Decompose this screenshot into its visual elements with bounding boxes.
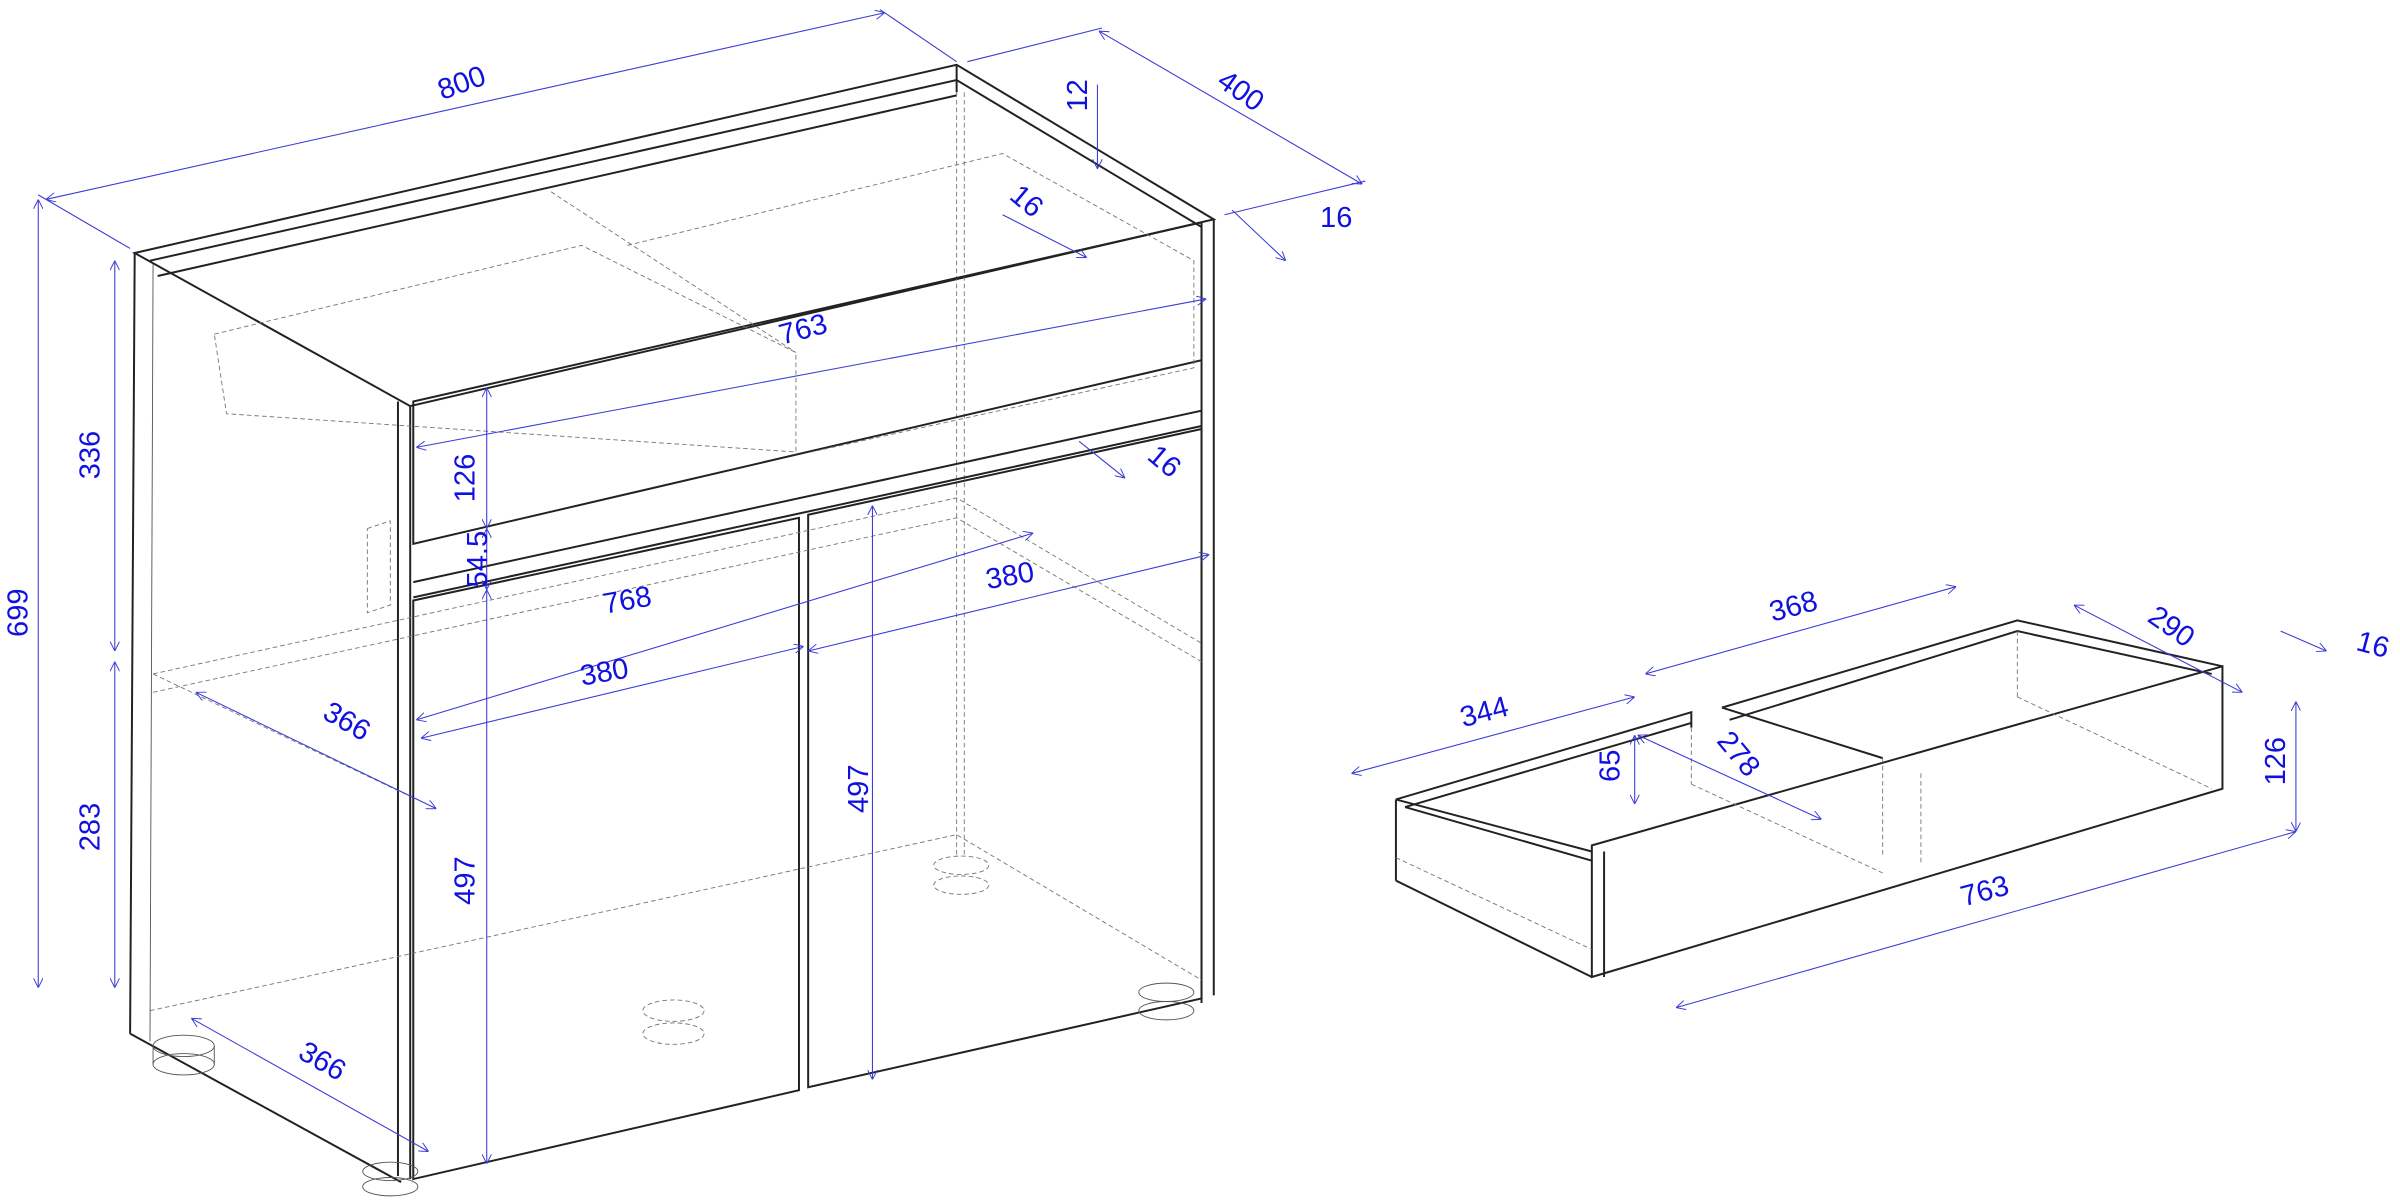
dim-line-drawer-back-length [1645, 587, 1956, 674]
dim-lower-height: 283 [75, 803, 107, 852]
drawer-front-panel [1590, 664, 2224, 979]
drawer-hidden-edge [2017, 696, 2212, 790]
foot [362, 1161, 419, 1182]
dim-drawer-back-length: 368 [1766, 585, 1821, 628]
hidden-drawer-box [627, 153, 1195, 453]
dim-line-drawer-inner-depth [1638, 735, 1822, 819]
dim-door-left-width: 380 [578, 653, 631, 693]
dim-line-drawer-front-thickness [2280, 630, 2327, 651]
drawer-hidden-edge [1691, 783, 1883, 874]
dim-drawer-front-width: 763 [776, 308, 831, 351]
dimension-lines [37, 9, 2327, 1164]
dim-door-height-right: 497 [843, 764, 875, 813]
dim-line-bottom-depth [191, 1018, 428, 1151]
dim-rail-height: 54.5 [462, 531, 494, 588]
dim-drawer-inner-height: 65 [1594, 750, 1626, 782]
back-left-edge [129, 253, 136, 1034]
feet [152, 855, 1195, 1197]
dim-drawer-side-length: 344 [1457, 691, 1512, 734]
dim-line-front-panel [1078, 440, 1125, 478]
extension-line [37, 194, 131, 249]
dim-line-width [46, 13, 885, 200]
foot [933, 855, 990, 875]
dim-width: 800 [434, 60, 491, 107]
dim-drawer-front-thickness: 16 [2353, 625, 2393, 664]
dim-shelf-depth: 366 [318, 696, 376, 748]
dim-line-drawer-depth [2074, 605, 2242, 692]
back-left-inner-edge [149, 263, 154, 1042]
dim-drawer-front-width: 763 [1957, 870, 2012, 913]
dim-door-span: 768 [601, 581, 654, 621]
dim-total-height: 699 [3, 588, 35, 637]
door-right[interactable] [807, 427, 1203, 1089]
dim-upper-height: 336 [75, 431, 107, 480]
extension-line [879, 9, 957, 63]
drawer-edge [1395, 798, 1593, 853]
dim-door-height-left: 497 [450, 856, 482, 905]
dim-line-drawer-front-width [416, 299, 1206, 447]
dim-line-drawer-front-width [1676, 832, 2296, 1008]
dim-line-door-right-width [808, 555, 1209, 651]
foot [642, 999, 705, 1022]
extension-line [967, 27, 1103, 63]
foot [642, 1022, 705, 1045]
dim-panel-thickness: 16 [1320, 202, 1352, 234]
cabinet-top [131, 63, 1217, 408]
foot [1138, 1001, 1195, 1021]
dim-drawer-front-height: 126 [450, 454, 482, 503]
drawer-edge [1395, 710, 1693, 801]
hidden-runner [366, 520, 391, 614]
extension-line [1224, 180, 1366, 216]
hidden-drawer-box [213, 244, 797, 453]
drawer-edge [1404, 721, 1692, 809]
dim-line-shelf-depth [196, 692, 436, 808]
top-rim-edge [157, 94, 957, 277]
cabinet [129, 63, 1217, 1197]
drawer-hidden-edge [1395, 857, 1593, 950]
drawer-detail [1394, 619, 2224, 979]
dim-line-door-left-width [421, 646, 804, 738]
dim-drawer-depth: 290 [2142, 600, 2200, 654]
foot [362, 1177, 419, 1197]
dim-line-inner-panel [1002, 214, 1087, 258]
dim-drawer-inner-depth: 278 [1710, 725, 1766, 783]
hidden-bottom [149, 834, 1202, 1012]
hidden-shelf [152, 673, 411, 797]
dim-door-right-width: 380 [983, 556, 1036, 596]
dim-inner-panel: 16 [1004, 179, 1049, 224]
dim-line-depth [1099, 31, 1362, 184]
dim-front-panel: 16 [1141, 439, 1186, 484]
drawer-edge [1721, 619, 2223, 709]
dim-depth: 400 [1212, 64, 1270, 118]
dim-line-drawer-side-length [1352, 697, 1635, 774]
dim-drawer-front-height: 126 [2260, 737, 2292, 786]
foot [933, 875, 990, 895]
drawer-edge [1404, 806, 1593, 862]
drawer-edge [1729, 630, 2212, 721]
hidden-drawer-box [550, 191, 797, 353]
drawer-edge [1721, 706, 1883, 760]
drawer-edge [1395, 879, 1593, 978]
dim-top-thickness: 12 [1062, 79, 1094, 111]
dim-line-panel-thickness [1231, 209, 1286, 261]
foot [1138, 982, 1195, 1002]
